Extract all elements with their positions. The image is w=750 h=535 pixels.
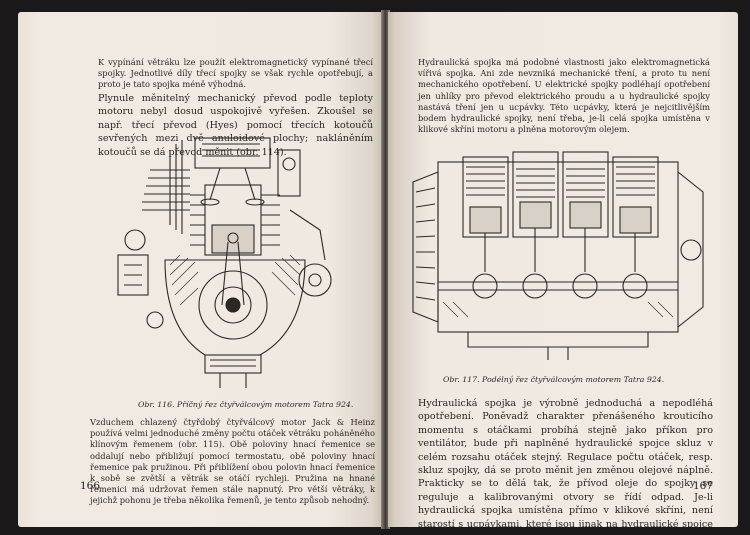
left-bottom-paragraph: Vzduchem chlazený čtyřdobý čtyřválcový m… <box>90 417 375 506</box>
right-bottom-paragraph: Hydraulická spojka je výrobně jednoduchá… <box>418 398 713 527</box>
left-page: K vypínání větráku lze použít elektromag… <box>18 12 383 527</box>
book-gutter <box>381 10 390 529</box>
left-figure-caption: Obr. 116. Příčný řez čtyřválcovým motore… <box>138 400 354 409</box>
right-top-paragraph: Hydraulická spojka má podobné vlastnosti… <box>418 57 710 135</box>
right-page-number: 167 <box>693 480 714 492</box>
left-paragraph-1: K vypínání větráku lze použít elektromag… <box>98 57 373 90</box>
right-figure-caption: Obr. 117. Podélný řez čtyřválcovým motor… <box>443 375 665 384</box>
left-paragraph-2: Plynule měnitelný mechanický převod podl… <box>98 93 373 158</box>
left-page-number: 166 <box>80 480 101 492</box>
engine-longitudinal-section-figure <box>412 151 704 360</box>
right-page: Hydraulická spojka má podobné vlastnosti… <box>388 12 738 527</box>
engine-cross-section-figure <box>117 137 332 388</box>
